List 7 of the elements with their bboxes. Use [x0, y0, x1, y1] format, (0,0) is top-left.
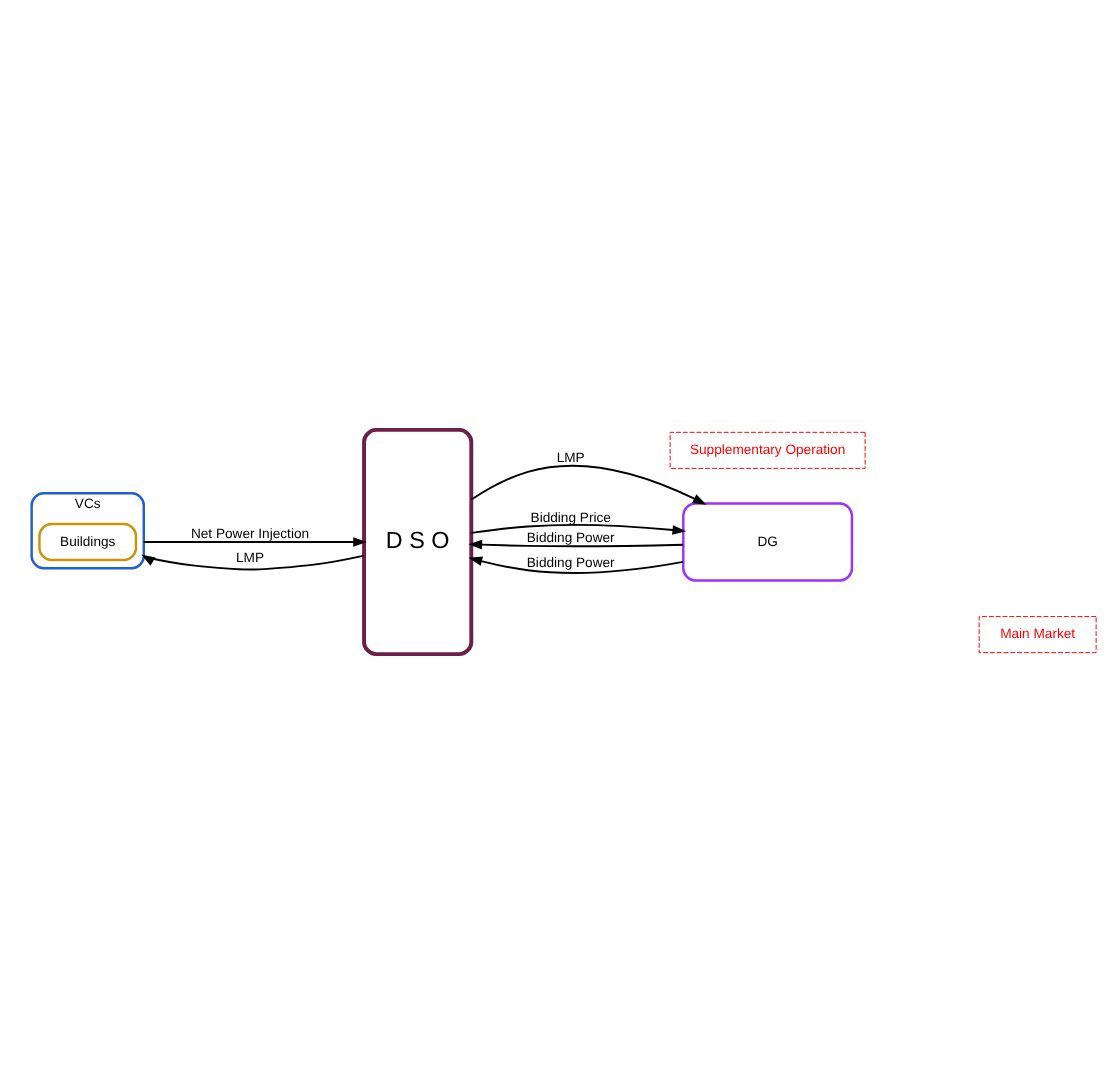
arrow — [470, 464, 707, 505]
arrow — [142, 537, 367, 547]
node-box: D S O — [362, 427, 474, 657]
arrow — [470, 523, 687, 535]
arrow — [141, 554, 365, 571]
arrow — [468, 539, 685, 550]
arrow — [468, 556, 685, 574]
